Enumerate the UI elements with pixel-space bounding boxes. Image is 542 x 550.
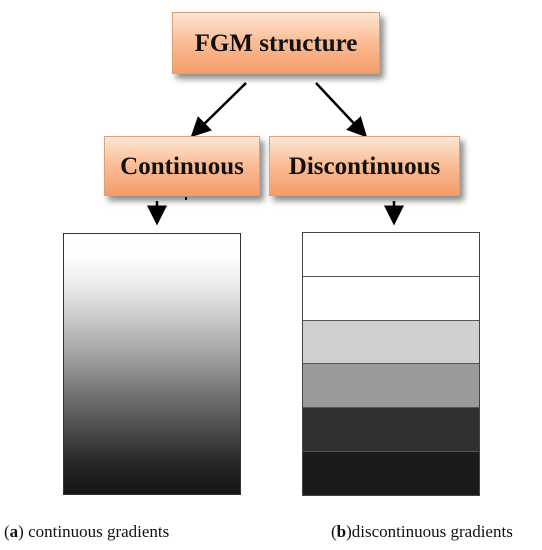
- caption-a-open: (: [4, 522, 10, 541]
- caption-b-text: )discontinuous gradients: [346, 522, 513, 541]
- discontinuous-box: Discontinuous: [269, 136, 460, 196]
- caption-b-open: (: [331, 522, 337, 541]
- fgm-structure-label: FGM structure: [194, 29, 358, 57]
- fgm-structure-box: FGM structure: [172, 12, 380, 74]
- gradient-band: [303, 276, 479, 321]
- continuous-box: Continuous: [104, 136, 260, 196]
- discontinuous-gradient-bar: [302, 232, 480, 496]
- caption-b: (b)discontinuous gradients: [331, 522, 513, 542]
- gradient-band: [303, 408, 479, 453]
- discontinuous-label: Discontinuous: [288, 152, 441, 180]
- gradient-band: [303, 233, 479, 277]
- continuous-label: Continuous: [120, 152, 244, 180]
- gradient-band: [303, 320, 479, 365]
- continuous-gradient-bar: [63, 233, 241, 495]
- gradient-band: [303, 452, 479, 495]
- tick-mark: [185, 197, 187, 200]
- arrow-root-to-continuous: [190, 82, 247, 138]
- caption-a-letter: a: [9, 522, 19, 541]
- caption-a-text: ) continuous gradients: [18, 522, 170, 541]
- caption-a: (a) continuous gradients: [4, 522, 169, 542]
- gradient-band: [303, 364, 479, 409]
- arrow-root-to-discontinuous: [315, 82, 368, 138]
- caption-b-letter: b: [336, 522, 347, 541]
